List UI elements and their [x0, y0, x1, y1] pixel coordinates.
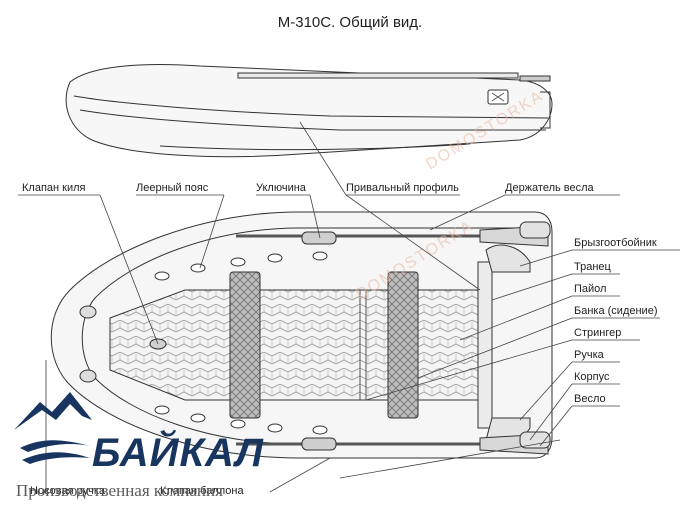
label-lifeline: Леерный пояс — [136, 182, 209, 194]
label-bench: Банка (сидение) — [574, 305, 657, 317]
side-view — [65, 64, 553, 158]
label-oar: Весло — [574, 393, 606, 405]
logo-subtitle: Производственная компания — [16, 481, 223, 500]
label-transom: Транец — [574, 261, 612, 273]
label-oar-holder: Держатель весла — [505, 182, 595, 194]
top-view — [50, 211, 553, 459]
label-tube-valve: Клапан баллона — [160, 485, 244, 497]
bow-handle-top — [79, 305, 97, 319]
label-hull: Корпус — [574, 371, 610, 383]
label-bow-handle: Носовая ручка — [30, 485, 106, 497]
diagram-title: М-310С. Общий вид. — [277, 14, 423, 31]
leader-lines — [18, 121, 680, 493]
label-oarlock: Уключина — [256, 182, 307, 194]
label-keel-valve: Клапан киля — [22, 182, 86, 194]
transom-board — [477, 261, 493, 429]
label-rubbing-strake: Привальный профиль — [346, 182, 459, 194]
label-floor: Пайол — [574, 283, 606, 295]
callout-labels: Клапан киля Леерный пояс Уключина Привал… — [22, 182, 657, 497]
bow-handle-bottom — [79, 369, 97, 383]
oarlock-bottom — [301, 437, 337, 451]
baikal-logo: БАЙКАЛ Производственная компания — [14, 392, 264, 500]
bench-rear — [387, 271, 419, 419]
label-splash-guard: Брызгоотбойник — [574, 237, 657, 249]
label-handle: Ручка — [574, 349, 605, 361]
label-stringer: Стрингер — [574, 327, 621, 339]
mountain-icon — [14, 392, 92, 464]
lifeline-loops — [154, 251, 328, 435]
logo-name: БАЙКАЛ — [92, 428, 264, 475]
bench-front — [229, 271, 261, 419]
